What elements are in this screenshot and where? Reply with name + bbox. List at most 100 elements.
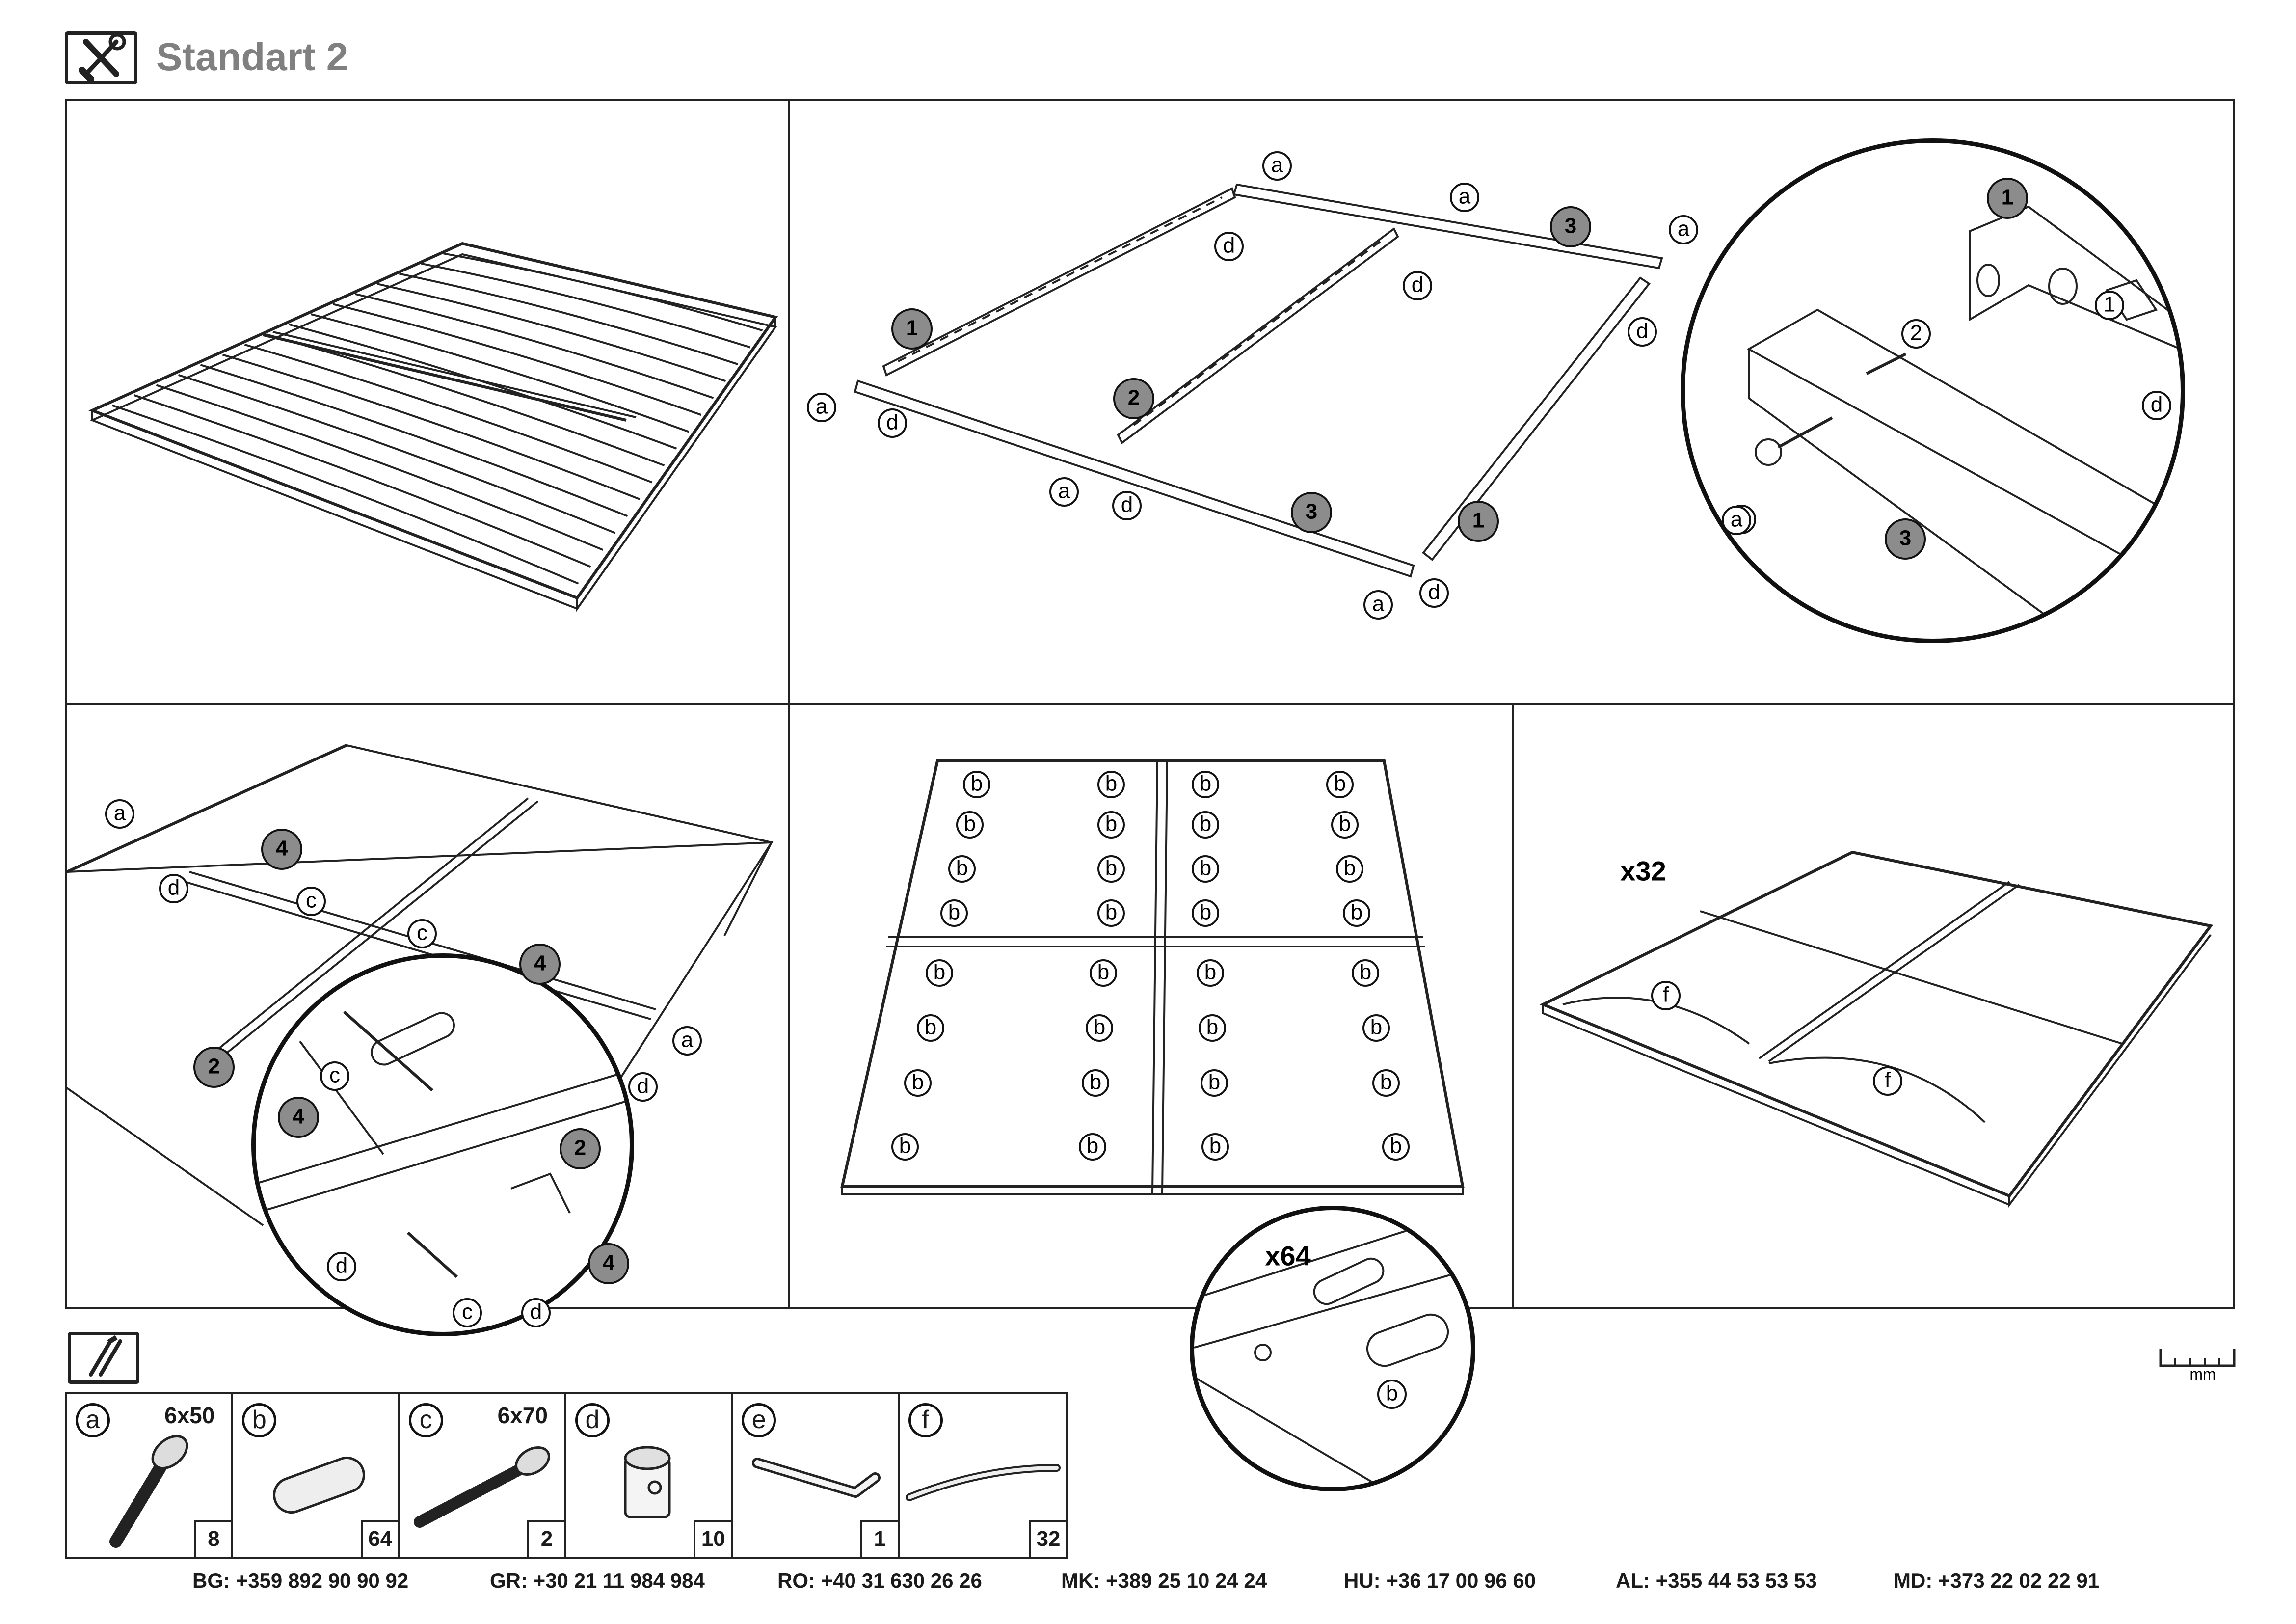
label-b: b [1339, 812, 1351, 836]
label-d-circle [2142, 391, 2171, 420]
part-d: d 10 [566, 1394, 733, 1557]
label-b: b [1105, 900, 1117, 924]
label-b: b [899, 1134, 911, 1158]
label-b-circle [926, 959, 953, 987]
barrel-nut-icon [624, 1446, 671, 1518]
label-b-circle [1079, 1133, 1106, 1161]
label-b-circle [963, 771, 990, 798]
parts-icon [68, 1332, 139, 1384]
label-c-circle [320, 1061, 349, 1091]
step-number: 2 [208, 1055, 220, 1079]
label-b: b [1380, 1070, 1392, 1094]
label-f-circle [1651, 981, 1681, 1010]
step-number: 4 [603, 1251, 615, 1275]
label-d-circle [878, 408, 907, 438]
label-b: b [1200, 772, 1211, 796]
cap-icon [273, 1456, 366, 1514]
label-b: b [948, 900, 960, 924]
label-b-circle [904, 1069, 932, 1097]
step-number: 2 [1128, 386, 1140, 410]
phone-bg: BG: +359 892 90 90 92 [192, 1569, 409, 1592]
label-b: b [1097, 960, 1109, 984]
slat-line [399, 272, 739, 365]
part-f: f 32 [900, 1394, 1066, 1557]
part-quantity: 2 [527, 1520, 564, 1557]
label-b-circle [1197, 959, 1224, 987]
label-b-circle [940, 899, 968, 927]
label-b: b [1200, 900, 1211, 924]
slat-line [111, 404, 579, 585]
label-b-circle [1331, 811, 1359, 839]
label-b-circle [1097, 855, 1125, 883]
label-d-circle [159, 874, 188, 903]
label-a: a [1459, 185, 1471, 209]
label-b-circle [1192, 771, 1219, 798]
slat-line [200, 364, 628, 517]
parts-list: a 6x50 8 b 64 c 6x70 2 d 10 e [65, 1392, 1068, 1559]
slat-line [178, 374, 616, 534]
label-d: d [2151, 393, 2163, 417]
tools-icon [65, 31, 137, 84]
label-a: a [1372, 592, 1385, 616]
label-b: b [1390, 1134, 1402, 1158]
slat-line [133, 394, 591, 568]
step-number: 1 [1472, 509, 1484, 533]
slat-line [156, 384, 604, 551]
label-a: a [114, 801, 126, 825]
label-c: c [462, 1300, 473, 1324]
phone-gr: GR: +30 21 11 984 984 [490, 1569, 705, 1592]
label-a-circle [1669, 215, 1698, 244]
label-d: d [168, 876, 180, 900]
step-number-badge [278, 1097, 319, 1138]
panel-caps [788, 703, 1514, 1309]
label-b: b [964, 812, 976, 836]
slat-line [310, 313, 690, 433]
label-a-circle [807, 393, 836, 422]
label-b-circle [1201, 1133, 1229, 1161]
step-number: 4 [276, 837, 288, 861]
slat-line [266, 333, 665, 467]
step-number-badge [560, 1128, 601, 1169]
part-quantity: 8 [194, 1520, 232, 1557]
step-number-badge [1458, 501, 1499, 542]
label-b-circle [1336, 855, 1363, 883]
phone-ro: RO: +40 31 630 26 26 [777, 1569, 982, 1592]
part-quantity: 64 [360, 1520, 398, 1557]
label-c-circle [407, 919, 437, 948]
part-number: 1 [2104, 293, 2115, 317]
label-b-circle [917, 1014, 944, 1042]
middle-beams-drawing [67, 744, 774, 1226]
slat-line [421, 262, 751, 349]
part-quantity: 10 [694, 1520, 731, 1557]
label-a-circle [672, 1026, 702, 1056]
label-b: b [971, 772, 983, 796]
label-b: b [925, 1015, 936, 1039]
label-b: b [1334, 772, 1346, 796]
label-a: a [1731, 508, 1743, 532]
slat-icon [905, 1464, 1061, 1501]
label-a: a [1271, 153, 1283, 177]
label-a-circle [105, 799, 134, 829]
beam-joint-drawing [256, 1010, 630, 1278]
label-b: b [1105, 856, 1117, 880]
label-d-circle [1112, 491, 1142, 520]
label-a-circle [1722, 506, 1751, 535]
label-b: b [1209, 1134, 1221, 1158]
step-number: 4 [534, 951, 546, 975]
label-b: b [1360, 960, 1371, 984]
step-number: 1 [2002, 186, 2013, 210]
slats-drawing [1539, 850, 2214, 1208]
label-b-circle [1377, 1380, 1407, 1409]
label-b: b [1351, 900, 1362, 924]
label-b: b [1386, 1381, 1398, 1406]
step-number-badge [1885, 518, 1926, 560]
ruler-unit: mm [2189, 1365, 2216, 1383]
label-b: b [1087, 1134, 1098, 1158]
label-d: d [336, 1254, 347, 1278]
step-number-badge [1550, 206, 1591, 247]
label-b-circle [1086, 1014, 1113, 1042]
label-b-circle [1082, 1069, 1109, 1097]
slat-line [244, 344, 653, 484]
allen-key-icon [752, 1458, 881, 1498]
